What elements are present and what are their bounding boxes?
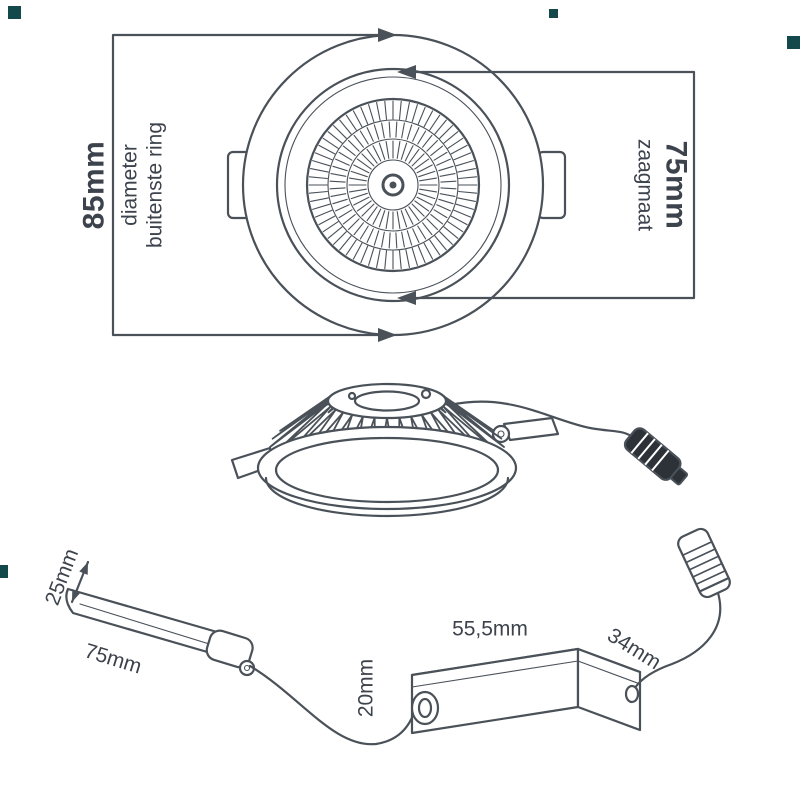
driver-height-dim-label: 20mm xyxy=(355,659,378,717)
dim-75mm-arrow-bottom xyxy=(397,291,416,305)
dim-85mm-lines xyxy=(111,33,380,337)
driver-lid-seam xyxy=(411,660,641,688)
clip-coil-right xyxy=(491,424,511,444)
driver-front-face xyxy=(410,647,580,735)
side-clip xyxy=(205,629,254,669)
lamp-cable xyxy=(448,400,633,438)
dim-85mm-label-line1: diameter xyxy=(119,144,142,226)
dim-85mm-arrow-top xyxy=(378,28,397,42)
dim-85mm-group: 85mm diameter buitenste ring xyxy=(78,28,397,342)
corner-mark xyxy=(8,6,21,19)
top-view-group xyxy=(226,33,567,337)
side-view-group xyxy=(65,560,256,677)
dim-75mm-value: 75mm xyxy=(660,141,693,230)
cutout-circle xyxy=(275,67,511,303)
corner-mark xyxy=(549,9,558,18)
cap-screw xyxy=(420,388,432,400)
input-cable xyxy=(248,664,418,746)
lens-center-dot xyxy=(389,181,397,189)
connector-male-group xyxy=(448,400,689,486)
spring-clip-right xyxy=(502,416,560,442)
dim-75mm-label: zaagmaat xyxy=(634,139,657,231)
trim-ring xyxy=(256,425,518,511)
cap-screw xyxy=(347,391,357,401)
dim-25mm-arrow-top xyxy=(79,562,88,575)
dim-75mm-group: 75mm zaagmaat xyxy=(397,65,696,305)
cable-grommet xyxy=(410,690,440,726)
dim-25mm-arrow-bottom xyxy=(72,589,81,602)
driver-right-face xyxy=(576,647,642,732)
dim-85mm-arrow-bottom xyxy=(378,328,397,342)
lens-circle xyxy=(305,97,481,273)
lens-center-ring xyxy=(381,173,405,197)
reflector-ribs xyxy=(308,100,478,270)
dim-75mm-arrow-top xyxy=(397,65,416,79)
dim-85mm-value: 85mm xyxy=(78,141,111,230)
output-cable xyxy=(631,591,722,693)
heatsink-cap xyxy=(326,382,448,420)
spotlight-side-profile xyxy=(65,587,230,660)
corner-mark xyxy=(787,36,800,49)
dim-75mm-lines xyxy=(414,70,696,300)
dim-85mm-label-line2: buitenste ring xyxy=(144,122,167,248)
perspective-view-group xyxy=(230,382,560,518)
driver-box-group xyxy=(410,647,642,735)
corner-mark xyxy=(0,565,8,578)
connector-female-group xyxy=(677,527,731,599)
driver-length-dim-label: 55,5mm xyxy=(452,618,528,641)
side-length-dim-label: 75mm xyxy=(82,639,145,678)
output-grommet xyxy=(624,684,640,704)
connector-male-tip xyxy=(670,467,689,486)
trim-lip xyxy=(264,476,510,518)
